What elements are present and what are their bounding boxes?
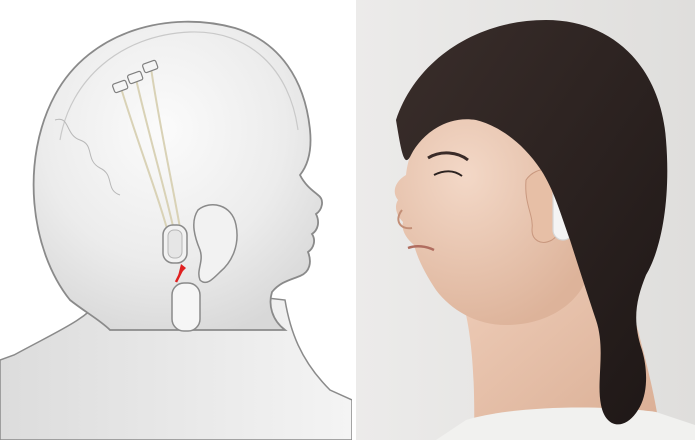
external-earpiece <box>172 283 200 331</box>
implant-illustration-panel <box>0 0 352 440</box>
woman-photo-panel <box>356 0 695 440</box>
woman-photo <box>356 0 695 440</box>
head-outline <box>34 22 322 330</box>
head-illustration <box>0 0 352 440</box>
